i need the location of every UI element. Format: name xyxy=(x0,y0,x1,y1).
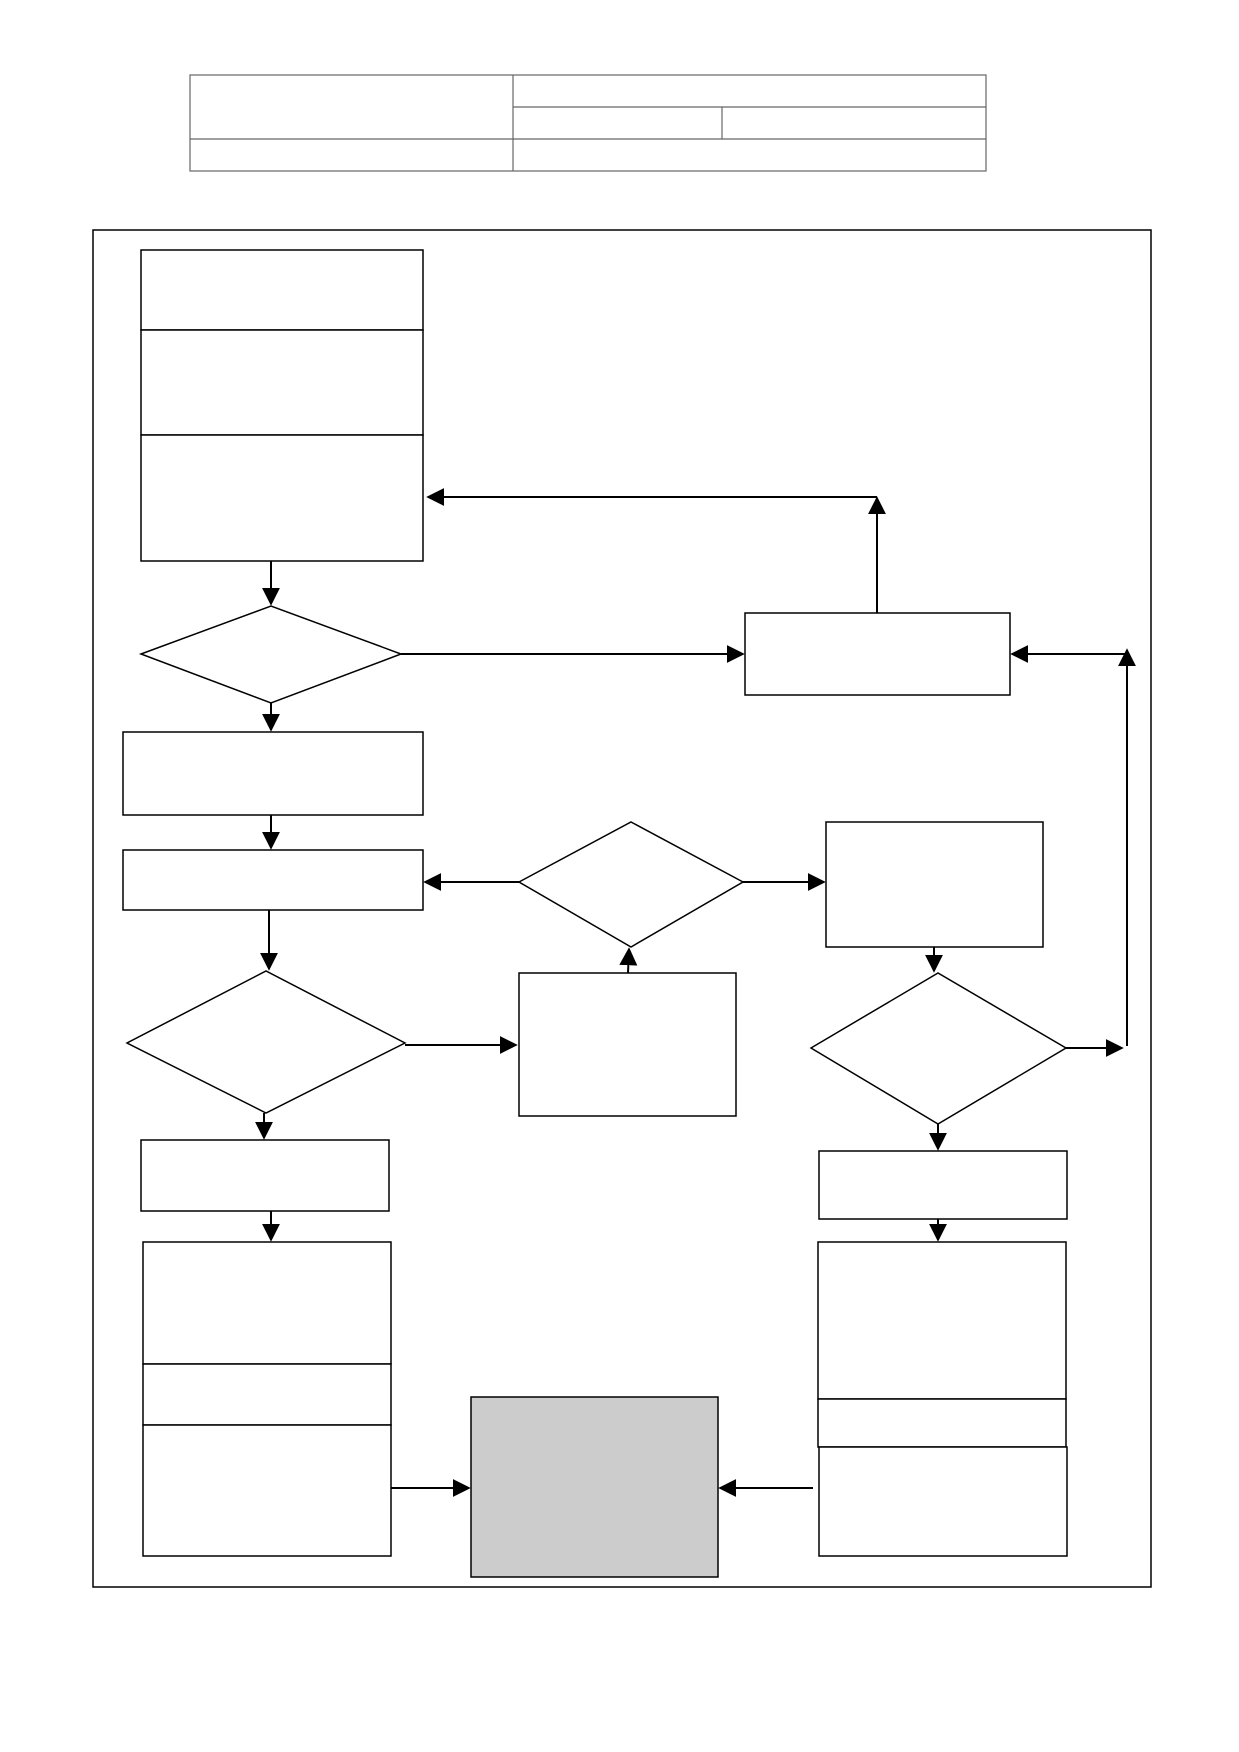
center-box xyxy=(518,972,737,1117)
decision-left xyxy=(125,970,407,1114)
left-lower-stack-box-3 xyxy=(142,1424,392,1557)
right-lower-stack-box-1 xyxy=(817,1241,1067,1400)
top-left-stack-box-2 xyxy=(140,329,424,436)
header-table-frame xyxy=(189,74,987,172)
decision-center xyxy=(517,821,745,948)
top-left-stack-box-3 xyxy=(140,434,424,562)
right-lower-stack-box-2 xyxy=(817,1398,1067,1448)
top-left-stack-box-1 xyxy=(140,249,424,331)
arrow-center-box-to-decision-center xyxy=(619,947,638,974)
right-box-lower xyxy=(818,1150,1068,1220)
header-table xyxy=(189,74,987,172)
decision-right xyxy=(809,972,1068,1125)
left-box-2 xyxy=(122,731,424,816)
right-middle-box xyxy=(825,821,1044,948)
left-lower-stack-box-1 xyxy=(142,1241,392,1365)
decision-1 xyxy=(138,605,404,704)
left-box-4 xyxy=(140,1139,390,1212)
end-box xyxy=(470,1396,719,1578)
right-upper-box xyxy=(744,612,1011,696)
right-lower-stack-box-3 xyxy=(818,1446,1068,1557)
left-lower-stack-box-2 xyxy=(142,1363,392,1426)
flowchart-frame xyxy=(92,229,1152,1588)
left-box-3 xyxy=(122,849,424,911)
